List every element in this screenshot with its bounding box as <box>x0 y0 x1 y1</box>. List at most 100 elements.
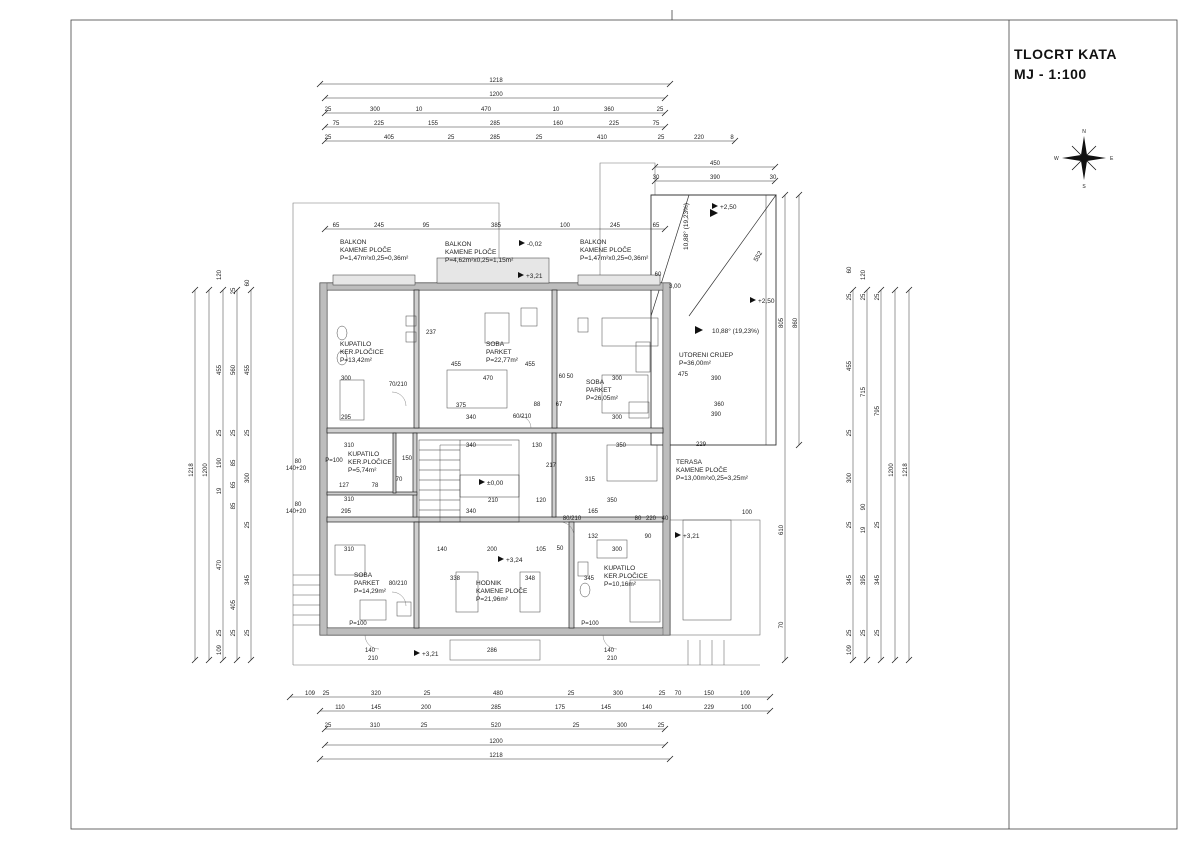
dim-value: 109 <box>847 644 853 655</box>
inner-dim-value: 475 <box>678 372 689 378</box>
dim-value: 70 <box>675 691 682 697</box>
dim-value: 455 <box>217 364 223 375</box>
dim-value: 560 <box>231 364 237 375</box>
dim-value: 120 <box>861 269 867 280</box>
dim-value: 715 <box>861 386 867 397</box>
room-area: P=14,29m² <box>354 588 387 595</box>
inner-dim-value: 300 <box>612 415 623 421</box>
inner-dim-value: 345 <box>584 576 595 582</box>
north-arrow-icon: N S E W <box>1054 129 1114 190</box>
title-block: TLOCRT KATA MJ - 1:100 <box>1014 44 1174 84</box>
inner-dim-value: 3,00 <box>669 284 681 290</box>
level-value: +2,50 <box>758 298 775 305</box>
room-area: P=22,77m² <box>486 357 519 364</box>
slope-value: 10,88° (19,23%) <box>712 327 759 335</box>
dim-value: 65 <box>231 481 237 488</box>
dim-value: 25 <box>847 629 853 636</box>
dim-value: 25 <box>847 521 853 528</box>
dim-value: 1218 <box>189 463 195 477</box>
room-material: PARKET <box>586 387 612 394</box>
wall-hatching <box>319 282 671 636</box>
level-marker: ±0,00 <box>479 479 504 487</box>
dim-value: 10 <box>416 107 423 113</box>
inner-dim-value: 80 <box>635 516 642 522</box>
dim-value: 60 <box>245 279 251 286</box>
level-value: -0,02 <box>527 241 542 248</box>
dim-value: 395 <box>861 574 867 585</box>
dim-value: 70 <box>779 621 785 628</box>
level-value: +3,21 <box>422 651 439 658</box>
dim-value: 300 <box>613 691 624 697</box>
inner-dim-value: 310 <box>344 547 355 553</box>
level-marker: +3,21 <box>675 532 700 540</box>
inner-dim-value: 165 <box>588 509 599 515</box>
dim-value: 25 <box>657 107 664 113</box>
dim-value: 95 <box>423 223 430 229</box>
room-name: SOBA <box>486 341 505 348</box>
dim-value: 480 <box>493 691 504 697</box>
slope-labels: 10,88° (19,23%)10,88° (19,23%)552 <box>682 203 764 335</box>
level-marker-icon <box>675 532 681 538</box>
dim-value: 25 <box>231 629 237 636</box>
inner-dim-value: 455 <box>525 362 536 368</box>
balcony-material: KAMENE PLOČE <box>340 245 392 254</box>
inner-dim-value: 40 <box>662 516 669 522</box>
balcony-material: KAMENE PLOČE <box>445 247 497 256</box>
site-outline <box>292 162 760 666</box>
dim-value: 175 <box>555 705 566 711</box>
level-value: +3,24 <box>506 557 523 564</box>
slope-value: 552 <box>753 250 765 263</box>
dim-value: 1218 <box>903 463 909 477</box>
dim-value: 285 <box>490 135 501 141</box>
dim-value: 25 <box>245 521 251 528</box>
inner-dim-value: 220 <box>646 516 657 522</box>
dim-value: 100 <box>741 705 752 711</box>
room-area: P=13,42m² <box>340 357 373 364</box>
dim-value: 405 <box>231 599 237 610</box>
room-material: KAMENE PLOČE <box>476 586 528 595</box>
inner-dim-value: 130 <box>532 443 543 449</box>
inner-dim-value: 70/210 <box>389 382 408 388</box>
level-markers: -0,02+3,21+2,50+2,50±0,00+3,24+3,21+3,21 <box>414 203 775 658</box>
dim-value: 285 <box>491 705 502 711</box>
dim-value: 385 <box>491 223 502 229</box>
dim-value: 795 <box>875 405 881 416</box>
inner-dim-value: 210 <box>607 656 618 662</box>
dim-value: 140 <box>642 705 653 711</box>
inner-dim-value: 295 <box>341 415 352 421</box>
room-name: HODNIK <box>476 580 502 587</box>
dim-value: 410 <box>597 135 608 141</box>
compass-e: E <box>1110 156 1114 162</box>
inner-dim-value: 200 <box>487 547 498 553</box>
inner-dim-value: 80/210 <box>563 516 582 522</box>
level-value: ±0,00 <box>487 480 504 487</box>
dim-value: 155 <box>428 121 439 127</box>
dim-value: 25 <box>245 429 251 436</box>
balcony-railings <box>332 257 661 286</box>
balcony-name: BALKON <box>445 241 472 248</box>
dim-value: 390 <box>710 175 721 181</box>
inner-dim-value: 105 <box>536 547 547 553</box>
dim-value: 25 <box>323 691 330 697</box>
inner-dim-value: 90 <box>645 534 652 540</box>
dim-value: 300 <box>847 472 853 483</box>
dim-value: 1200 <box>489 92 503 98</box>
room-area: P=26,05m² <box>586 395 619 402</box>
dim-value: 1218 <box>489 753 503 759</box>
dim-value: 145 <box>371 705 382 711</box>
room-area: P=10,16m² <box>604 581 637 588</box>
dim-value: 65 <box>333 223 340 229</box>
room-name: KUPATILO <box>340 341 371 348</box>
level-marker-icon <box>518 272 524 278</box>
inner-dim-value: 80 <box>295 459 302 465</box>
inner-dim-value: 350 <box>616 443 627 449</box>
dim-value: 65 <box>653 223 660 229</box>
